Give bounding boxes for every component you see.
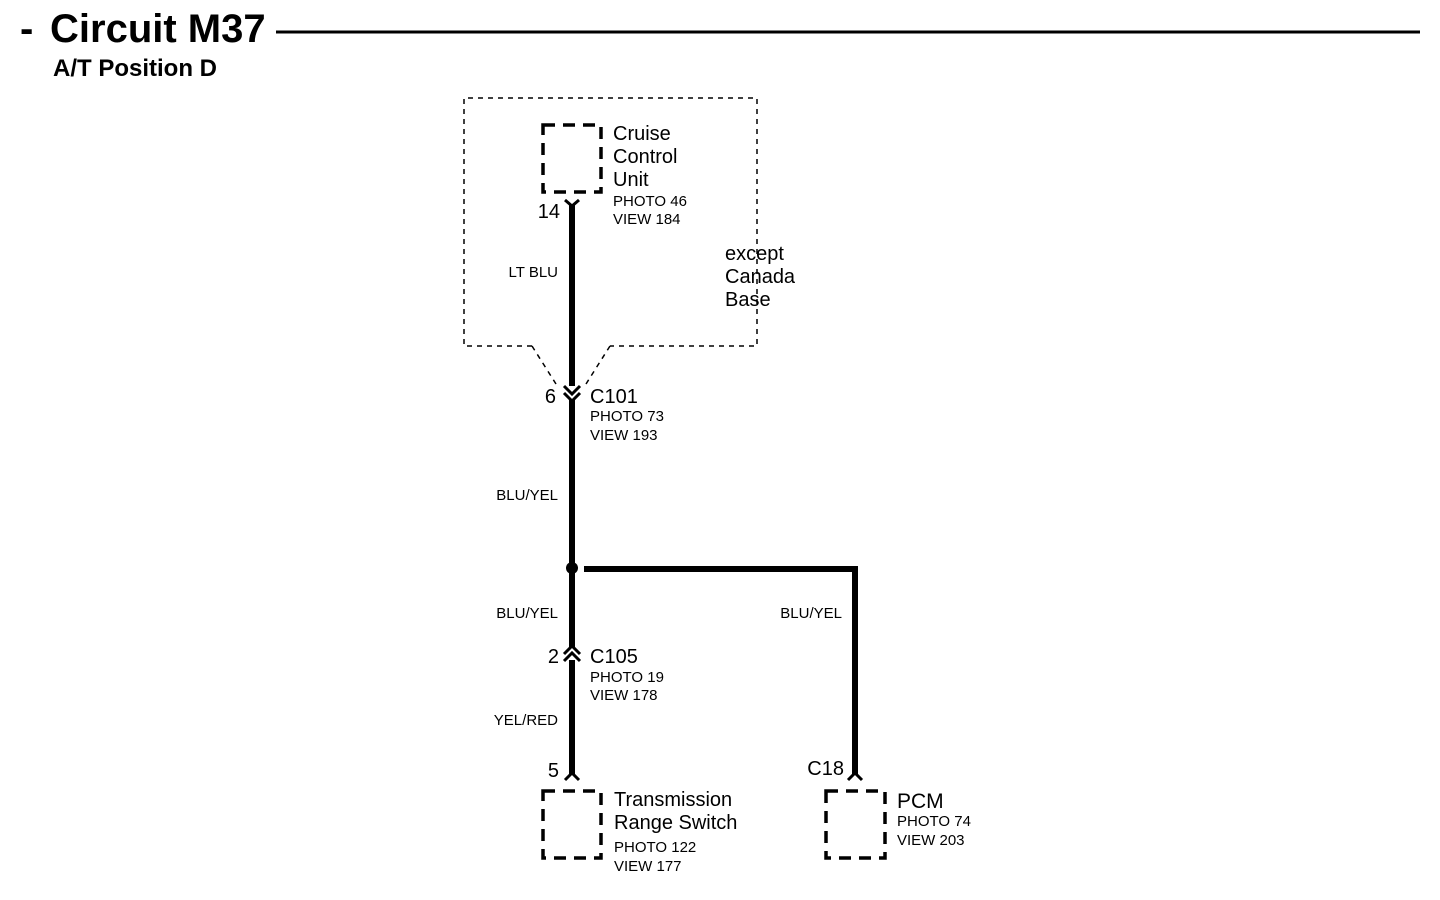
cruise-control-unit-pin: 14	[538, 201, 560, 223]
pcm-view: VIEW 203	[897, 832, 965, 849]
transmission-range-switch-name-1: Transmission	[614, 789, 732, 811]
c101-name: C101	[590, 386, 638, 408]
transmission-range-switch-pin: 5	[548, 760, 559, 782]
c101-connector-symbol	[562, 384, 582, 404]
region-box-leader-left	[531, 345, 557, 385]
circuit-title: Circuit M37	[50, 7, 266, 51]
transmission-range-switch-box	[541, 789, 603, 860]
cruise-control-unit-name-2: Control	[613, 146, 677, 168]
pcm-photo: PHOTO 74	[897, 813, 971, 830]
wire-splice-to-pcm	[584, 566, 858, 775]
c105-name: C105	[590, 646, 638, 668]
circuit-subtitle: A/T Position D	[53, 55, 217, 82]
region-note-line-3: Base	[725, 289, 771, 311]
pcm-box	[824, 789, 887, 860]
c101-photo: PHOTO 73	[590, 408, 664, 425]
cruise-control-unit-photo: PHOTO 46	[613, 193, 687, 210]
transmission-range-switch-photo: PHOTO 122	[614, 839, 696, 856]
transmission-range-switch-terminal	[563, 770, 581, 782]
wire-label-blu-yel-2: BLU/YEL	[496, 605, 558, 622]
region-note-line-2: Canada	[725, 266, 796, 288]
transmission-range-switch-name-2: Range Switch	[614, 812, 737, 834]
c101-view: VIEW 193	[590, 427, 658, 444]
c105-connector-symbol	[562, 643, 582, 663]
cruise-control-unit-name-1: Cruise	[613, 123, 671, 145]
c105-pin: 2	[548, 646, 559, 668]
wire-label-yel-red: YEL/RED	[494, 712, 558, 729]
region-box-leader-right	[585, 345, 611, 385]
cruise-control-unit-view: VIEW 184	[613, 211, 681, 228]
c105-photo: PHOTO 19	[590, 669, 664, 686]
pcm-pin: C18	[807, 758, 844, 780]
wire-label-blu-yel-1: BLU/YEL	[496, 487, 558, 504]
cruise-control-unit-box	[541, 123, 603, 194]
pcm-terminal	[846, 770, 864, 782]
region-note-line-1: except	[725, 243, 784, 265]
c105-view: VIEW 178	[590, 687, 658, 704]
header-dash: -	[20, 7, 33, 51]
wire-label-blu-yel-3: BLU/YEL	[780, 605, 842, 622]
c101-pin: 6	[545, 386, 556, 408]
wire-label-lt-blu: LT BLU	[509, 264, 558, 281]
pcm-name: PCM	[897, 790, 944, 813]
region-box	[463, 97, 758, 347]
cruise-control-unit-name-3: Unit	[613, 169, 649, 191]
transmission-range-switch-view: VIEW 177	[614, 858, 682, 875]
